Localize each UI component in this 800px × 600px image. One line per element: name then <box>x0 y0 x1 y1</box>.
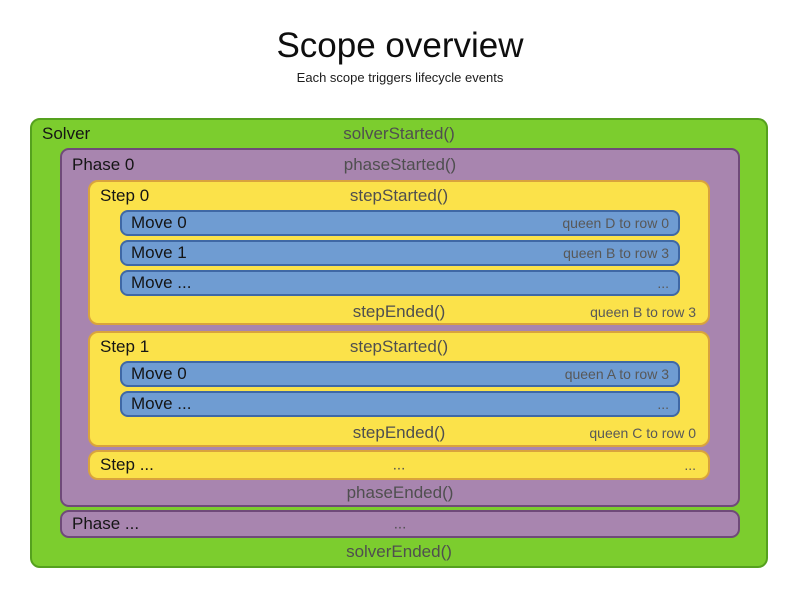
step-1-scope-box: Step 1 stepStarted() Move 0 queen A to r… <box>88 331 710 447</box>
step-0-header-row: Step 0 stepStarted() <box>90 182 708 210</box>
move-annotation: ... <box>657 275 669 291</box>
move-annotation: queen D to row 0 <box>562 215 669 231</box>
step-more-label: Step ... <box>100 455 154 474</box>
step-0-footer-row: stepEnded() queen B to row 3 <box>90 300 708 323</box>
step-0-move-more-row: Move ... ... <box>120 270 680 296</box>
solver-started-event: solverStarted() <box>343 124 455 143</box>
step-0-ended-event: stepEnded() <box>352 301 446 321</box>
move-annotation: queen B to row 3 <box>563 245 669 261</box>
step-1-ended-annotation: queen C to row 0 <box>589 425 696 441</box>
solver-scope-box: Solver solverStarted() Phase 0 phaseStar… <box>30 118 768 568</box>
move-annotation: queen A to row 3 <box>564 366 669 382</box>
step-1-header-row: Step 1 stepStarted() <box>90 333 708 361</box>
step-0-ended-annotation: queen B to row 3 <box>590 303 696 320</box>
page-subtitle: Each scope triggers lifecycle events <box>296 70 504 85</box>
phase-more-label: Phase ... <box>72 514 140 533</box>
solver-ended-event: solverEnded() <box>346 542 452 561</box>
step-1-ended-event: stepEnded() <box>352 423 446 442</box>
step-0-move-1-row: Move 1 queen B to row 3 <box>120 240 680 266</box>
step-1-move-more-row: Move ... ... <box>120 391 680 417</box>
move-label: Move ... <box>131 394 192 413</box>
step-1-started-event: stepStarted() <box>349 337 449 356</box>
step-0-label: Step 0 <box>100 186 150 205</box>
step-0-move-0-row: Move 0 queen D to row 0 <box>120 210 680 236</box>
step-0-scope-box: Step 0 stepStarted() Move 0 queen D to r… <box>88 180 710 325</box>
step-more-center-ellipsis: ... <box>392 456 406 474</box>
solver-label: Solver <box>42 124 91 143</box>
move-label: Move ... <box>131 273 192 292</box>
phase-0-scope-box: Phase 0 phaseStarted() Step 0 stepStarte… <box>60 148 740 507</box>
step-more-right-ellipsis: ... <box>684 457 696 473</box>
move-label: Move 0 <box>131 364 187 383</box>
phase-0-header-row: Phase 0 phaseStarted() <box>62 150 738 180</box>
solver-footer-row: solverEnded() <box>32 538 766 566</box>
phase-0-started-event: phaseStarted() <box>343 155 457 174</box>
page-title: Scope overview <box>276 26 524 65</box>
phase-more-center-ellipsis: ... <box>393 515 407 533</box>
phase-more-scope-box: Phase ... ... <box>60 510 740 538</box>
move-label: Move 0 <box>131 213 187 232</box>
phase-0-label: Phase 0 <box>72 155 135 174</box>
step-0-started-event: stepStarted() <box>349 186 449 205</box>
move-label: Move 1 <box>131 243 187 262</box>
step-1-label: Step 1 <box>100 337 150 356</box>
phase-0-footer-row: phaseEnded() <box>62 480 738 505</box>
step-1-move-0-row: Move 0 queen A to row 3 <box>120 361 680 387</box>
move-annotation: ... <box>657 396 669 412</box>
solver-header-row: Solver solverStarted() <box>32 120 766 148</box>
phase-0-ended-event: phaseEnded() <box>346 482 454 502</box>
step-more-scope-box: Step ... ... ... <box>88 450 710 480</box>
step-1-footer-row: stepEnded() queen C to row 0 <box>90 421 708 445</box>
